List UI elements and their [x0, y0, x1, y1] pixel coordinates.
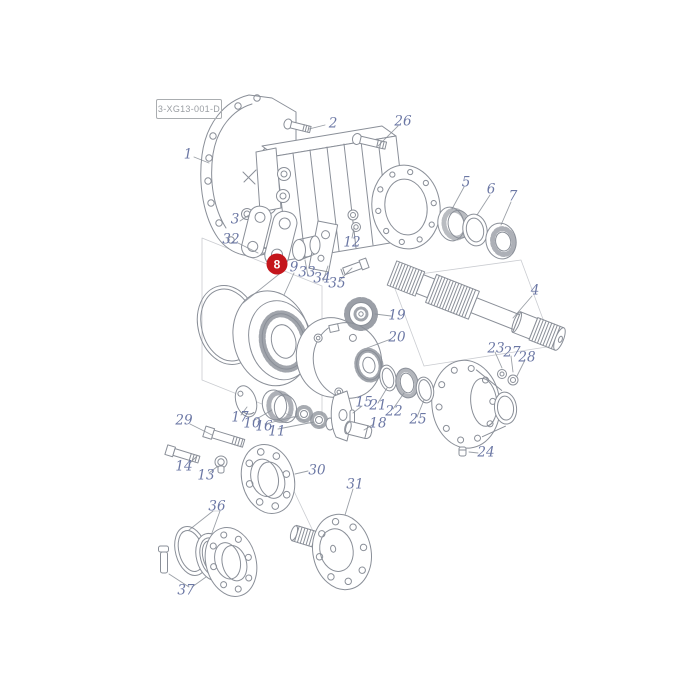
callout-18[interactable]: 18 — [369, 415, 387, 432]
part-ring-25 — [415, 376, 435, 404]
callout-24[interactable]: 24 — [477, 444, 495, 461]
callout-4[interactable]: 4 — [530, 282, 540, 299]
callout-31[interactable]: 31 — [346, 476, 364, 493]
callout-20[interactable]: 20 — [388, 329, 406, 346]
callout-3[interactable]: 3 — [230, 211, 240, 228]
callout-34[interactable]: 34 — [313, 270, 331, 287]
part-hub-drum — [431, 359, 518, 449]
callout-35[interactable]: 35 — [328, 275, 346, 292]
part-bushing-33 — [292, 235, 321, 261]
part-bearing-22 — [395, 367, 419, 399]
callout-10[interactable]: 10 — [243, 415, 261, 432]
part-gear-11 — [310, 411, 328, 429]
part-stud-12 — [347, 209, 361, 232]
part-bolt-26 — [351, 133, 388, 150]
part-axle-shaft — [386, 260, 566, 351]
callout-26[interactable]: 26 — [394, 113, 412, 130]
callout-37[interactable]: 37 — [177, 582, 195, 599]
callout-2[interactable]: 2 — [328, 115, 338, 132]
callout-30[interactable]: 30 — [308, 462, 326, 479]
part-bolt-29 — [202, 425, 246, 448]
callout-36[interactable]: 36 — [208, 498, 226, 515]
callout-21[interactable]: 21 — [369, 397, 387, 414]
callout-7[interactable]: 7 — [508, 188, 518, 205]
callout-5[interactable]: 5 — [461, 174, 471, 191]
callout-14[interactable]: 14 — [175, 458, 193, 475]
callout-13[interactable]: 13 — [197, 467, 215, 484]
part-bearing-7 — [485, 222, 517, 260]
callout-12[interactable]: 12 — [343, 234, 361, 251]
part-thrust-washer-17 — [234, 385, 258, 418]
callout-27[interactable]: 27 — [503, 344, 521, 361]
part-gearbox-housing — [255, 125, 441, 261]
part-nut-27-28 — [507, 374, 519, 386]
drawing-code-text: 3-XG13-001-D — [157, 104, 221, 114]
part-bearing-16 — [295, 405, 313, 423]
part-planet-carrier — [295, 317, 384, 399]
callout-23[interactable]: 23 — [487, 340, 505, 357]
part-bracket-links — [241, 205, 370, 276]
callout-15[interactable]: 15 — [355, 394, 373, 411]
callout-32[interactable]: 32 — [222, 231, 240, 248]
part-flange-37 — [204, 527, 258, 597]
part-pin-18 — [344, 420, 373, 440]
part-bolt-35 — [340, 257, 370, 276]
callout-9[interactable]: 9 — [289, 259, 299, 276]
part-flange-30 — [240, 444, 296, 514]
part-bolt-24 — [458, 446, 467, 457]
callout-16[interactable]: 16 — [255, 418, 273, 435]
callout-22[interactable]: 22 — [385, 403, 403, 420]
callout-17[interactable]: 17 — [231, 409, 249, 426]
drawing-code-label: 3-XG13-001-D — [156, 99, 222, 119]
callout-28[interactable]: 28 — [518, 349, 536, 366]
part-gear-19 — [344, 297, 378, 331]
callout-33[interactable]: 33 — [298, 264, 316, 281]
part-bolt-2 — [283, 118, 312, 134]
callout-29[interactable]: 29 — [175, 412, 193, 429]
callout-8[interactable]: 8 — [266, 253, 288, 275]
part-pin-37 — [158, 545, 169, 574]
leader-lines — [168, 124, 533, 588]
part-ring-21 — [379, 364, 397, 392]
callout-6[interactable]: 6 — [486, 181, 496, 198]
part-washer-23 — [497, 369, 507, 379]
part-axle-flange-31 — [289, 513, 372, 591]
callout-25[interactable]: 25 — [409, 411, 427, 428]
callout-1[interactable]: 1 — [183, 146, 193, 163]
part-nut-13 — [214, 455, 228, 474]
callout-19[interactable]: 19 — [388, 307, 406, 324]
part-ring-6 — [462, 213, 488, 247]
callout-11[interactable]: 11 — [268, 423, 286, 440]
